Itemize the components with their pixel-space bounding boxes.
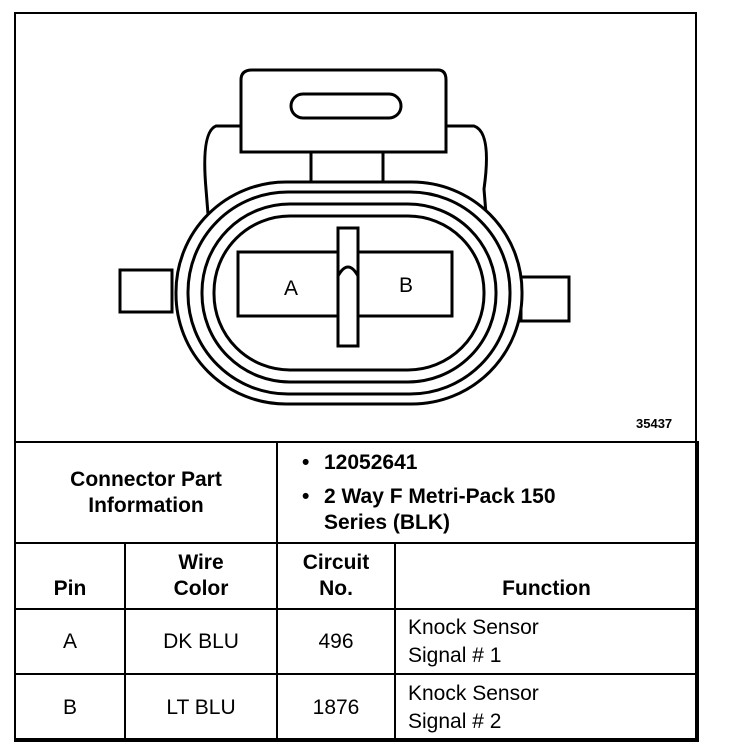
header-circuit: Circuit No.	[276, 542, 396, 610]
connector-type: 2 Way F Metri-Pack 150 Series (BLK)	[324, 484, 556, 534]
bullet-icon: •	[302, 450, 310, 474]
header-wire-color-text: Wire Color	[173, 551, 229, 600]
table-row: B LT BLU 1876 Knock Sensor Signal # 2	[14, 673, 699, 742]
function-text: Knock Sensor Signal # 1	[408, 615, 539, 667]
left-ear	[118, 268, 174, 314]
header-function: Function	[394, 542, 699, 610]
connector-info-label-text: Connector Part Information	[70, 467, 222, 517]
pin-cell: B	[14, 673, 126, 742]
function-cell: Knock Sensor Signal # 1	[394, 608, 699, 675]
header-wire-color: Wire Color	[124, 542, 278, 610]
header-circuit-text: Circuit No.	[302, 551, 370, 600]
table-row: A DK BLU 496 Knock Sensor Signal # 1	[14, 608, 699, 675]
terminal-b-label: B	[399, 274, 413, 297]
circuit-cell: 1876	[276, 673, 396, 742]
part-number-item: • 12052641	[302, 450, 697, 476]
wire-color-cell: LT BLU	[124, 673, 278, 742]
function-text: Knock Sensor Signal # 2	[408, 681, 539, 733]
connector-ring-4	[212, 214, 486, 372]
function-cell: Knock Sensor Signal # 2	[394, 673, 699, 742]
center-divider	[336, 226, 360, 348]
circuit-cell: 496	[276, 608, 396, 675]
connector-table: Connector Part Information • 12052641 • …	[14, 441, 699, 742]
connector-info-label: Connector Part Information	[14, 441, 278, 544]
figure-id: 35437	[636, 416, 673, 431]
connector-ring-2	[186, 190, 512, 396]
part-number: 12052641	[324, 450, 418, 474]
latch-slot	[289, 92, 403, 120]
pin-cell: A	[14, 608, 126, 675]
right-ear	[519, 275, 571, 323]
bullet-icon: •	[302, 484, 310, 508]
connector-part-list: • 12052641 • 2 Way F Metri-Pack 150 Seri…	[276, 441, 699, 544]
connector-drawing: A B	[118, 68, 571, 406]
terminal-a-label: A	[284, 277, 298, 300]
wire-color-cell: DK BLU	[124, 608, 278, 675]
connector-type-item: • 2 Way F Metri-Pack 150 Series (BLK)	[302, 484, 584, 536]
header-pin: Pin	[14, 542, 126, 610]
connector-ring-3	[200, 202, 498, 384]
